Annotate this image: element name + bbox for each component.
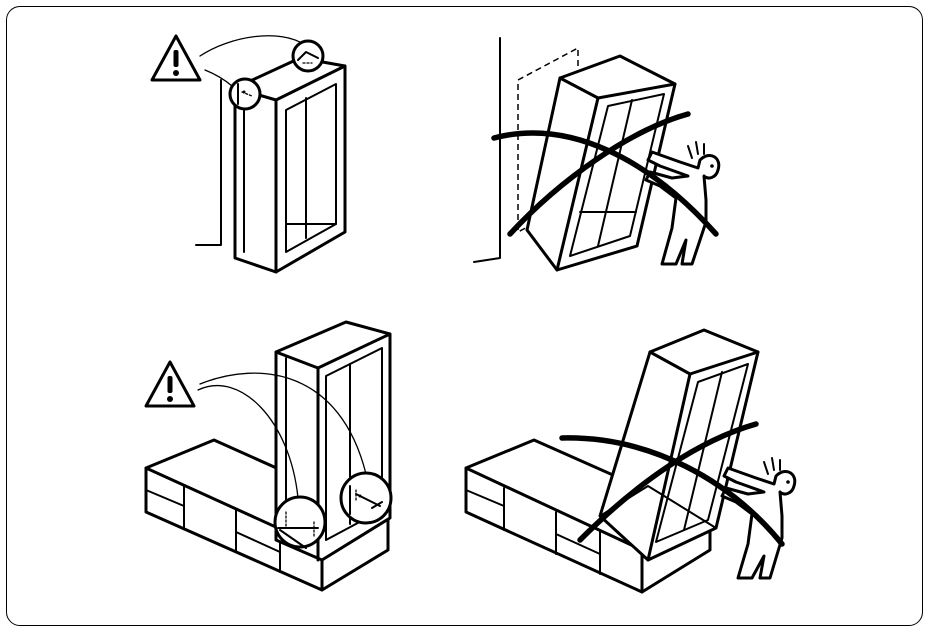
detail-circle-top: [291, 39, 325, 73]
panel-1-wall-anchored: [150, 34, 347, 274]
warning-triangle-icon: [144, 360, 196, 408]
cabinet-tipping: [525, 54, 677, 272]
detail-circle-side: [228, 77, 262, 111]
wall-line: [195, 79, 222, 246]
panel-2-tipping-wrong: [473, 37, 721, 272]
panel-3-bench-anchored: [144, 320, 393, 592]
warning-triangle-icon: [150, 34, 202, 82]
person-figure: [720, 457, 797, 580]
callout-line: [204, 69, 233, 87]
panel-frame: [6, 6, 923, 626]
panel-4-bench-tipping-wrong: [464, 328, 797, 594]
callout-line: [199, 35, 306, 57]
callout-line: [197, 384, 299, 499]
cabinet-tipping: [598, 328, 760, 562]
wall-line: [473, 37, 501, 263]
cross-out-mark: [559, 435, 785, 547]
detail-circle-left: [273, 495, 327, 549]
cross-out-mark: [577, 421, 759, 543]
callout-line: [199, 372, 367, 475]
cross-out-mark: [507, 111, 691, 237]
person-figure: [644, 141, 721, 266]
detail-circle-right: [339, 471, 393, 525]
